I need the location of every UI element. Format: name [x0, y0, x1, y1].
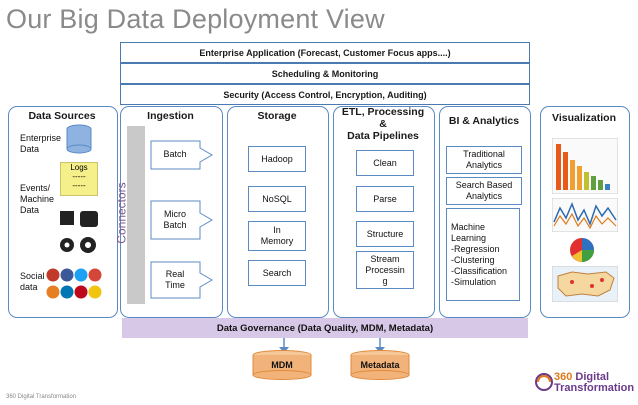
ingestion-header: Ingestion: [147, 110, 194, 122]
footer-text: 360 Digital Transformation: [6, 394, 77, 400]
data-sources-header: Data Sources: [28, 110, 96, 122]
bar-chart-thumbnail: [552, 138, 618, 194]
connectors-bar: Connectors: [115, 126, 145, 304]
in-memory-box: In Memory: [248, 221, 306, 251]
pie-chart-thumbnail: [570, 238, 594, 262]
logo-line1: Digital: [575, 371, 610, 383]
etl-header: ETL, Processing & Data Pipelines: [341, 106, 425, 142]
stream-processing-box: Stream Processin g: [356, 251, 414, 289]
brand-logo-text: 360 Digital Transformation: [554, 372, 634, 394]
logo-number: 360: [554, 371, 573, 383]
events-machine-data-label: Events/ Machine Data: [20, 183, 55, 215]
connectors-label: Connectors: [114, 182, 129, 244]
structure-box: Structure: [356, 221, 414, 247]
visualization-header: Visualization: [552, 112, 616, 124]
logs-note: Logs ----- -----: [60, 162, 98, 196]
security-band: Security (Access Control, Encryption, Au…: [120, 84, 530, 105]
clean-box: Clean: [356, 150, 414, 176]
traditional-analytics-box: Traditional Analytics: [446, 146, 522, 174]
data-governance-band: Data Governance (Data Quality, MDM, Meta…: [122, 318, 528, 338]
enterprise-data-label: Enterprise Data: [20, 133, 62, 154]
map-thumbnail: [552, 266, 618, 302]
logs-note-title: Logs: [70, 163, 88, 172]
machines-icon: [60, 211, 98, 253]
logs-note-line2: -----: [72, 181, 86, 190]
logo-line2: Transformation: [554, 382, 635, 394]
page-title: Our Big Data Deployment View: [6, 4, 385, 34]
logs-note-line1: -----: [72, 172, 86, 181]
database-icon: [66, 124, 92, 154]
storage-column: [227, 106, 329, 318]
metadata-cylinder-shape: [350, 350, 410, 380]
search-based-analytics-box: Search Based Analytics: [446, 177, 522, 205]
batch-arrow-shape: [150, 140, 213, 170]
hadoop-box: Hadoop: [248, 146, 306, 172]
batch-label: Batch: [163, 149, 187, 159]
search-box: Search: [248, 260, 306, 286]
social-media-icons: [46, 268, 102, 299]
real-time-label: Real Time: [165, 269, 185, 290]
brand-logo-icon: [535, 373, 553, 391]
social-data-label: Social data: [20, 271, 45, 292]
mdm-cylinder-shape: [252, 350, 312, 380]
line-chart-thumbnail: [552, 198, 618, 232]
real-time-arrow-shape: [150, 261, 213, 299]
parse-box: Parse: [356, 186, 414, 212]
enterprise-application-band: Enterprise Application (Forecast, Custom…: [120, 42, 530, 63]
micro-batch-label: Micro Batch: [163, 209, 187, 230]
metadata-label: Metadata: [360, 360, 400, 370]
micro-batch-arrow-shape: [150, 200, 213, 240]
machine-learning-box: Machine Learning -Regression -Clustering…: [446, 208, 520, 301]
mdm-label: MDM: [271, 360, 293, 370]
nosql-box: NoSQL: [248, 186, 306, 212]
bi-analytics-header: BI & Analytics: [448, 115, 520, 127]
scheduling-monitoring-band: Scheduling & Monitoring: [120, 63, 530, 84]
storage-header: Storage: [257, 110, 297, 122]
